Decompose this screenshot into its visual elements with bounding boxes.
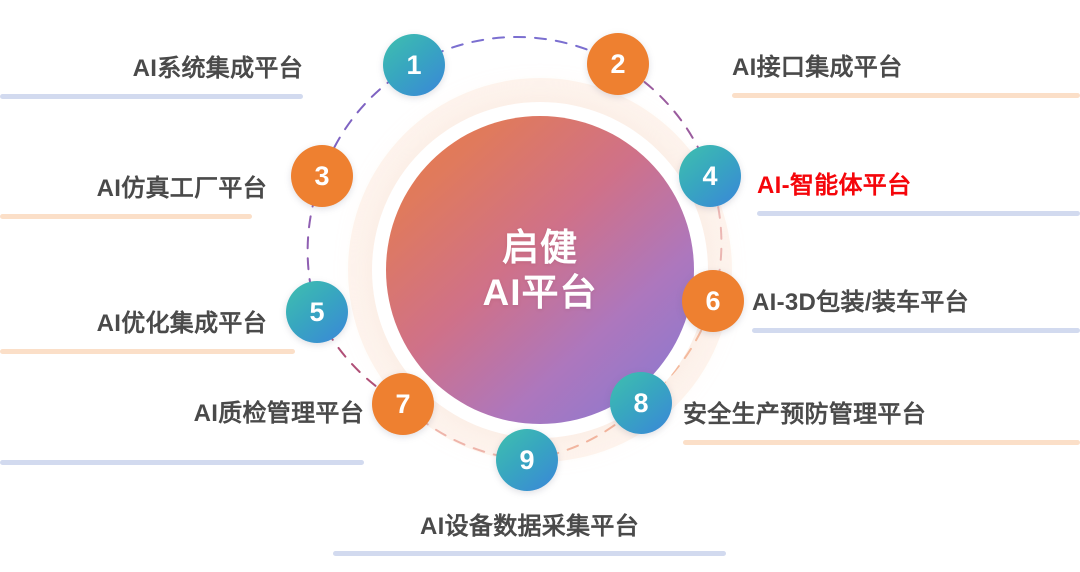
node-badge-7[interactable]: 7 xyxy=(372,373,434,435)
node-label-5[interactable]: AI优化集成平台 xyxy=(96,310,267,337)
node-badge-8-number: 8 xyxy=(633,387,649,418)
node-label-3[interactable]: AI仿真工厂平台 xyxy=(96,175,267,202)
node-badge-5-number: 5 xyxy=(309,296,325,327)
node-badge-6[interactable]: 6 xyxy=(682,270,744,332)
rule-node-4 xyxy=(757,211,1080,216)
rule-node-9 xyxy=(333,551,726,556)
node-badge-1[interactable]: 1 xyxy=(383,34,445,96)
center-platform-text: 启健 AI平台 xyxy=(483,225,598,315)
rule-node-7 xyxy=(0,460,364,465)
node-badge-3-number: 3 xyxy=(314,160,330,191)
node-badge-1-number: 1 xyxy=(406,49,422,80)
center-platform-circle: 启健 AI平台 xyxy=(386,116,694,424)
node-badge-4[interactable]: 4 xyxy=(679,145,741,207)
rule-node-1 xyxy=(0,94,303,99)
node-badge-7-number: 7 xyxy=(395,388,411,419)
node-badge-2-number: 2 xyxy=(610,48,626,79)
node-label-4[interactable]: AI-智能体平台 xyxy=(757,172,912,199)
node-label-1[interactable]: AI系统集成平台 xyxy=(132,55,303,82)
node-badge-4-number: 4 xyxy=(702,160,718,191)
node-label-7[interactable]: AI质检管理平台 xyxy=(193,400,364,427)
center-title-line-2: AI平台 xyxy=(482,272,598,313)
center-title-line-1: 启健 xyxy=(502,226,578,268)
node-badge-6-number: 6 xyxy=(705,285,721,316)
node-badge-2[interactable]: 2 xyxy=(587,33,649,95)
node-badge-5[interactable]: 5 xyxy=(286,281,348,343)
rule-node-6 xyxy=(752,328,1080,333)
node-label-8[interactable]: 安全生产预防管理平台 xyxy=(683,401,926,428)
node-label-6[interactable]: AI-3D包装/装车平台 xyxy=(752,289,969,316)
node-label-9[interactable]: AI设备数据采集平台 xyxy=(420,513,639,540)
node-badge-8[interactable]: 8 xyxy=(610,372,672,434)
node-badge-9-number: 9 xyxy=(519,444,535,475)
rule-node-5 xyxy=(0,349,295,354)
node-badge-9[interactable]: 9 xyxy=(496,429,558,491)
rule-node-2 xyxy=(732,93,1080,98)
rule-node-3 xyxy=(0,214,252,219)
rule-node-8 xyxy=(683,440,1080,445)
node-label-2[interactable]: AI接口集成平台 xyxy=(732,54,903,81)
node-badge-3[interactable]: 3 xyxy=(291,145,353,207)
